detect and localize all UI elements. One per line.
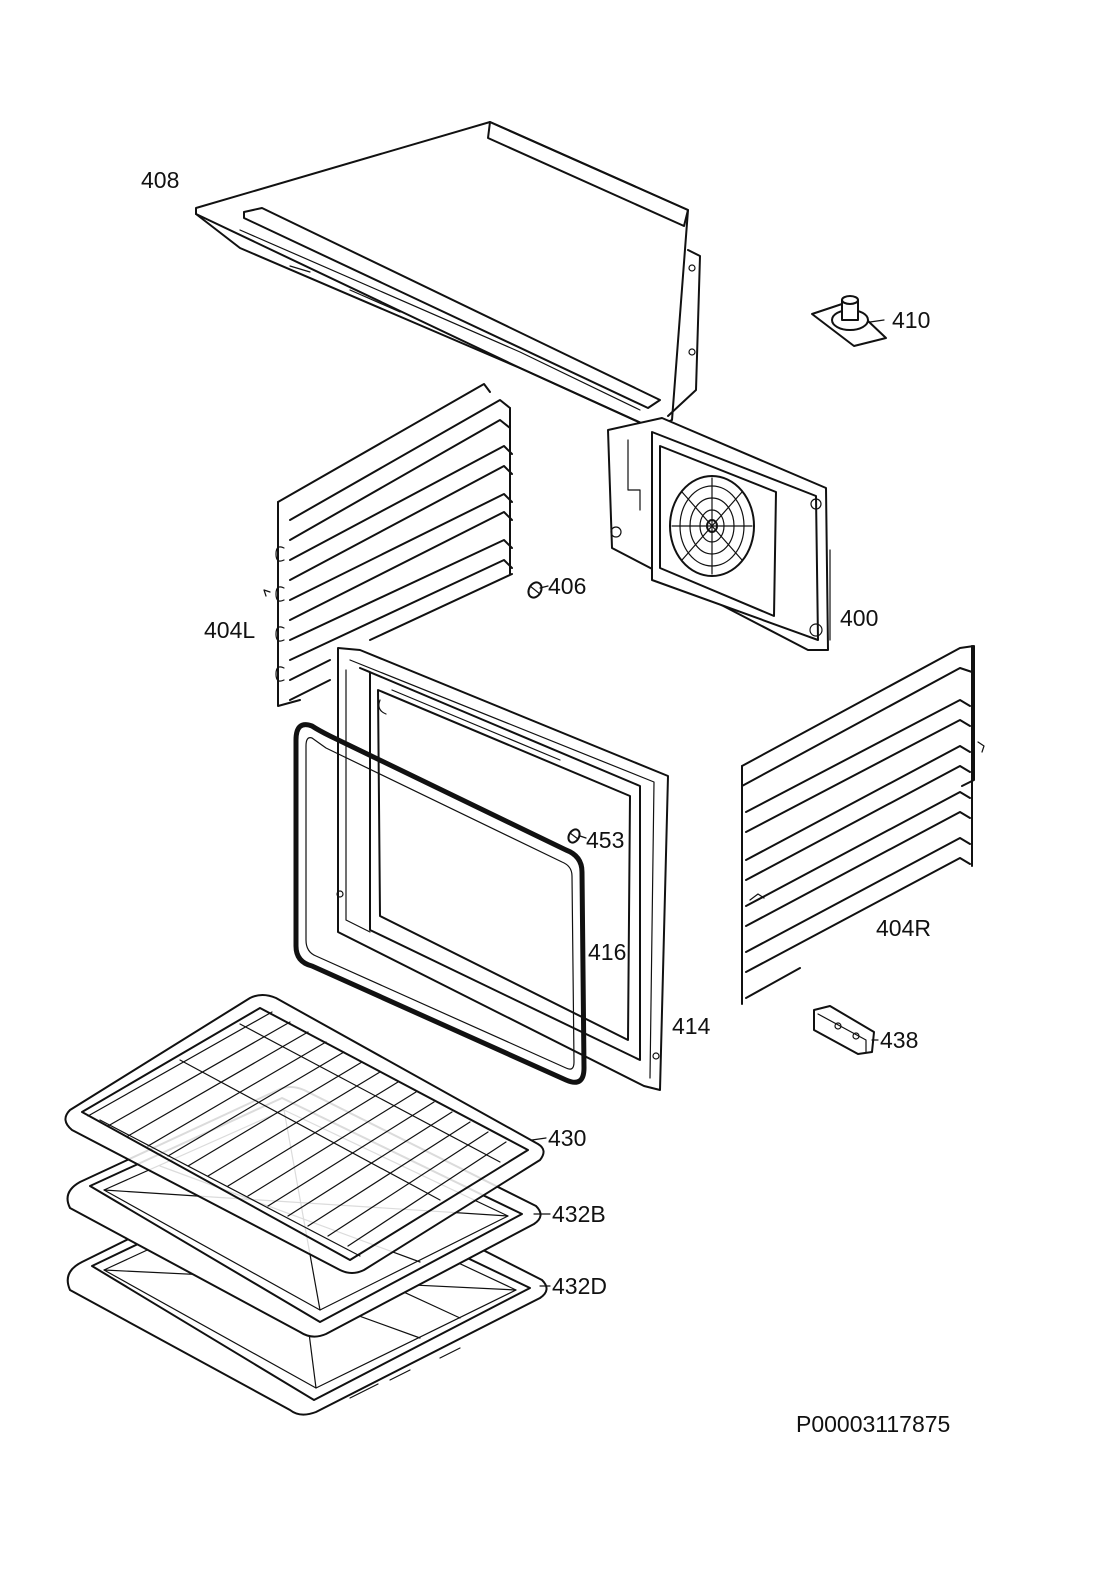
label-416: 416 bbox=[588, 939, 626, 965]
part-410-fan-motor bbox=[811, 295, 887, 347]
part-438-bracket bbox=[813, 1005, 875, 1055]
label-432B: 432B bbox=[552, 1201, 606, 1227]
label-453: 453 bbox=[586, 827, 624, 853]
drawing-code: P00003117875 bbox=[796, 1411, 950, 1437]
label-414: 414 bbox=[672, 1013, 711, 1039]
label-400: 400 bbox=[840, 605, 878, 631]
part-404L-left-shelf-runner bbox=[263, 383, 513, 707]
label-408: 408 bbox=[141, 167, 179, 193]
label-406: 406 bbox=[548, 573, 586, 599]
part-400-back-panel-fan bbox=[607, 417, 831, 651]
part-414-inner-frame bbox=[336, 647, 669, 1091]
label-404L: 404L bbox=[204, 617, 255, 643]
part-404R-right-shelf-runner bbox=[741, 645, 985, 1005]
label-430: 430 bbox=[548, 1125, 586, 1151]
leader-lines bbox=[531, 319, 885, 1287]
part-labels: 408 410 406 404L 400 453 416 404R 414 43… bbox=[141, 167, 950, 1437]
part-453-screw bbox=[567, 828, 581, 844]
label-438: 438 bbox=[880, 1027, 918, 1053]
label-404R: 404R bbox=[876, 915, 931, 941]
part-430-wire-rack bbox=[64, 994, 545, 1274]
part-408-top-panel bbox=[195, 121, 701, 429]
part-406-clip bbox=[527, 581, 543, 599]
label-410: 410 bbox=[892, 307, 930, 333]
label-432D: 432D bbox=[552, 1273, 607, 1299]
part-416-door-seal bbox=[293, 722, 587, 1085]
